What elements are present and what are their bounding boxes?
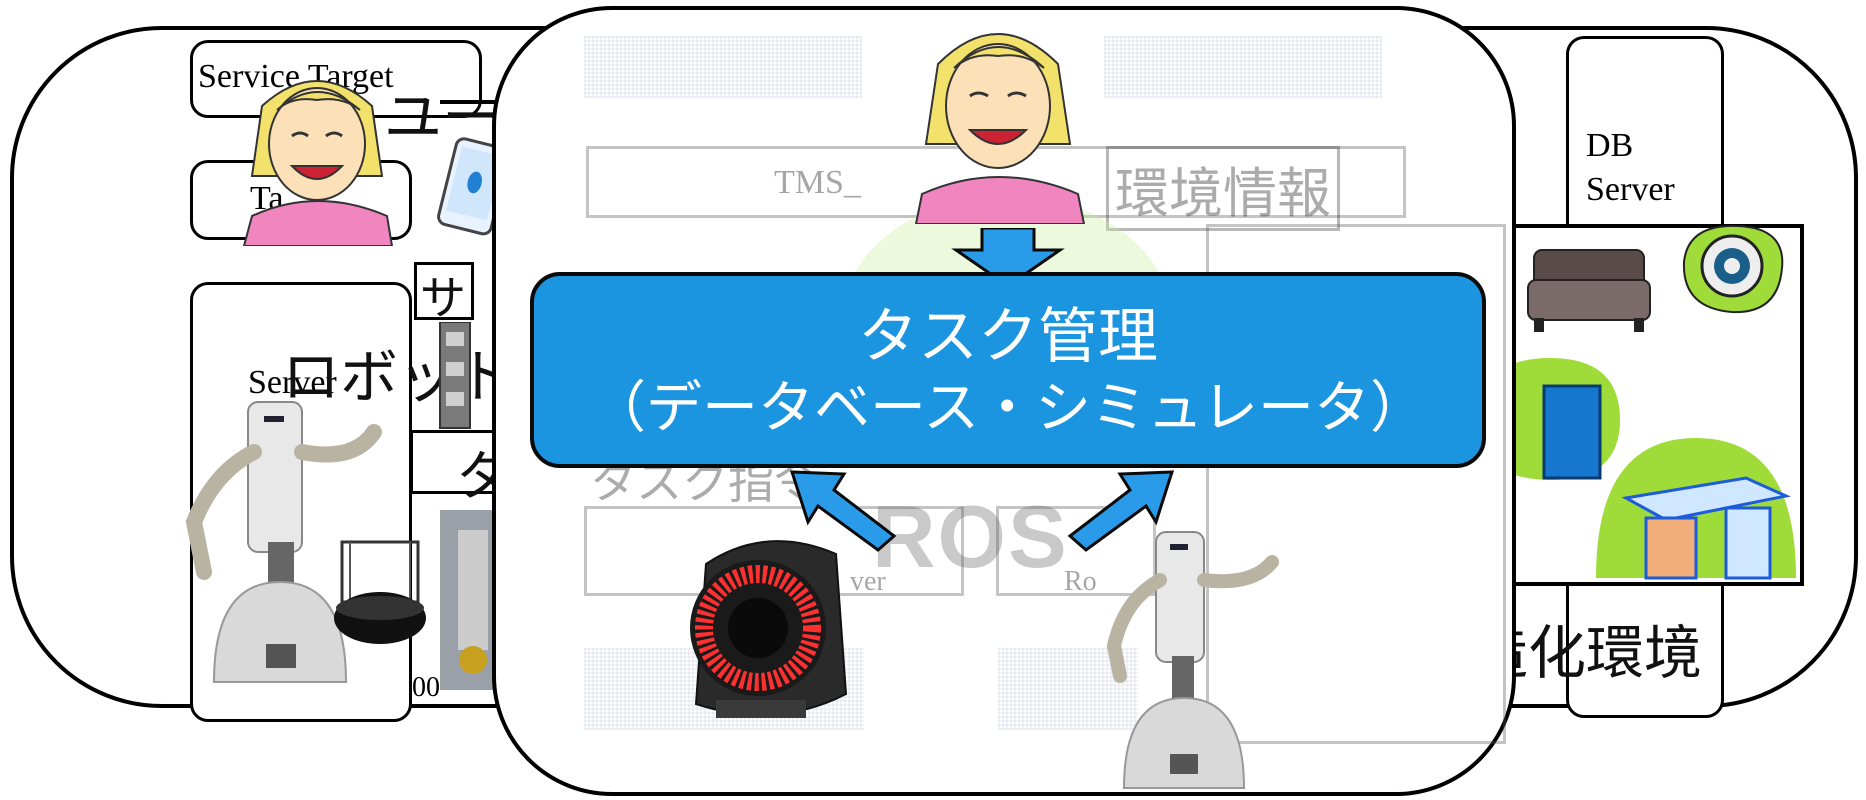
sofa-icon [1527,249,1651,332]
faint-ros-logo: ROS [872,487,1069,586]
faint-box-top-right [1104,36,1382,98]
task-label-box [410,430,500,494]
faint-right-frame [1206,224,1506,744]
faint-env-info-label: 環境情報 [1106,146,1340,231]
humanoid-robot-left [185,401,382,683]
faint-ros-box [996,506,1156,596]
ring-light-sensor-icon [690,540,848,718]
faint-box-top [584,36,862,98]
humanoid-robot-center [1106,531,1279,789]
service-label: サ [420,271,466,325]
server-label: Server [248,364,337,401]
tablet-icon [437,137,511,236]
desk-icon [1596,438,1796,580]
user-connector-line [440,100,500,104]
robot-label: ロボット [282,343,515,411]
faint-tms-label: TMS_ [774,164,861,201]
task-management-subtitle: （データベース・シミュレータ） [589,376,1427,441]
mobile-robot-left [334,540,426,644]
up-right-arrow-icon [1067,470,1175,552]
user-avatar-left [242,80,394,246]
up-left-arrow-icon [789,470,897,552]
db-server-label: DB Server [1586,127,1675,208]
task-management-banner: タスク管理 （データベース・シミュレータ） [530,272,1486,468]
bottom-fragment-label: 00 [412,672,440,703]
service-label-box [414,262,474,320]
faint-ro-label: Ro [1064,566,1097,597]
down-arrow-icon [951,228,1065,288]
camera-sensor-icon [1682,224,1784,314]
task-management-title: タスク管理 [858,302,1158,372]
user-avatar-center [914,33,1086,224]
network-plug-icon [439,322,471,429]
faint-server-label: ver [850,566,886,597]
